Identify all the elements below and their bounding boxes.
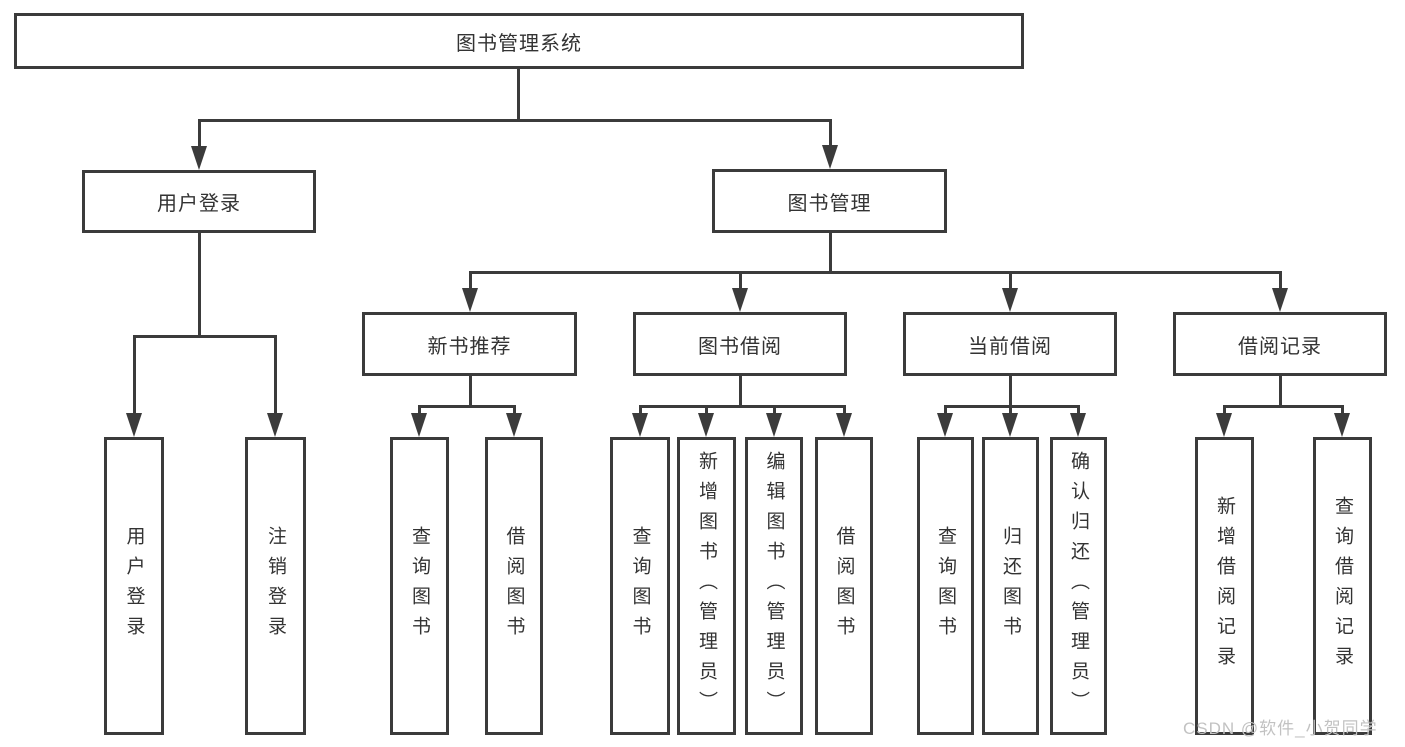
leaf-logout: 注销登录 <box>245 437 306 735</box>
connector-user-login-drop <box>198 233 201 337</box>
connector-to-user-login <box>198 119 201 148</box>
connector-to-bb-edit <box>773 405 776 415</box>
arrowhead-bb-add <box>698 413 714 437</box>
connector-to-br-query <box>1341 405 1344 415</box>
connector-book-mgmt-rail <box>469 271 1282 274</box>
arrowhead-leaf-user-login <box>126 413 142 437</box>
leaf-br-query-record-label: 查询借阅记录 <box>1332 496 1353 676</box>
arrowhead-bb-borrow <box>836 413 852 437</box>
connector-to-rec-query <box>418 405 421 415</box>
csdn-watermark: CSDN @软件_小贺同学 <box>1183 719 1378 738</box>
leaf-cb-return-books: 归还图书 <box>982 437 1039 735</box>
node-book-borrow: 图书借阅 <box>633 312 847 376</box>
leaf-bb-query-books: 查询图书 <box>610 437 670 735</box>
arrowhead-cb-query <box>937 413 953 437</box>
arrowhead-leaf-logout <box>267 413 283 437</box>
leaf-cb-confirm-return-label: 确认归还（管理员） <box>1068 451 1089 721</box>
leaf-br-query-record: 查询借阅记录 <box>1313 437 1372 735</box>
leaf-cb-query-books: 查询图书 <box>917 437 974 735</box>
connector-to-br-add <box>1223 405 1226 415</box>
leaf-rec-borrow-books-label: 借阅图书 <box>503 526 525 646</box>
connector-to-cb-return <box>1009 405 1012 415</box>
connector-book-borrow-rail <box>639 405 845 408</box>
arrowhead-bb-query <box>632 413 648 437</box>
arrowhead-book-management <box>822 145 838 169</box>
arrowhead-bb-edit <box>766 413 782 437</box>
leaf-bb-add-books-label: 新增图书（管理员） <box>696 451 717 721</box>
connector-user-login-rail <box>133 335 277 338</box>
node-root: 图书管理系统 <box>14 13 1024 69</box>
arrowhead-user-login <box>191 146 207 170</box>
leaf-bb-borrow-books-label: 借阅图书 <box>833 526 855 646</box>
node-user-login: 用户登录 <box>82 170 316 233</box>
node-new-book-recommend: 新书推荐 <box>362 312 577 376</box>
connector-cur-borrow-rail <box>944 405 1080 408</box>
leaf-cb-return-books-label: 归还图书 <box>1000 526 1021 646</box>
connector-to-borrow-records <box>1279 271 1282 290</box>
connector-to-book-management <box>829 119 832 147</box>
node-current-borrow: 当前借阅 <box>903 312 1117 376</box>
arrowhead-cb-return <box>1002 413 1018 437</box>
leaf-rec-query-books: 查询图书 <box>390 437 449 735</box>
connector-to-current-borrow <box>1009 271 1012 290</box>
leaf-user-login: 用户登录 <box>104 437 164 735</box>
connector-to-book-borrow <box>739 271 742 290</box>
node-borrow-records: 借阅记录 <box>1173 312 1387 376</box>
arrowhead-br-query <box>1334 413 1350 437</box>
arrowhead-br-add <box>1216 413 1232 437</box>
connector-to-bb-borrow <box>843 405 846 415</box>
connector-root-rail <box>198 119 832 122</box>
leaf-bb-add-books: 新增图书（管理员） <box>677 437 736 735</box>
connector-to-cb-query <box>944 405 947 415</box>
connector-new-rec-drop <box>469 376 472 407</box>
connector-root-drop <box>517 69 520 122</box>
connector-borrow-rec-drop <box>1279 376 1282 407</box>
connector-book-borrow-drop <box>739 376 742 407</box>
arrowhead-book-borrow <box>732 288 748 312</box>
leaf-bb-query-books-label: 查询图书 <box>629 526 651 646</box>
leaf-br-add-record: 新增借阅记录 <box>1195 437 1254 735</box>
leaf-logout-label: 注销登录 <box>265 526 286 646</box>
connector-borrow-rec-rail <box>1223 405 1344 408</box>
connector-to-bb-query <box>639 405 642 415</box>
leaf-br-add-record-label: 新增借阅记录 <box>1214 496 1235 676</box>
leaf-bb-borrow-books: 借阅图书 <box>815 437 873 735</box>
leaf-cb-query-books-label: 查询图书 <box>935 526 956 646</box>
leaf-cb-confirm-return: 确认归还（管理员） <box>1050 437 1107 735</box>
connector-to-leaf-logout <box>274 335 277 417</box>
connector-book-mgmt-drop <box>829 233 832 273</box>
connector-to-rec-borrow <box>513 405 516 415</box>
arrowhead-new-rec <box>462 288 478 312</box>
leaf-rec-borrow-books: 借阅图书 <box>485 437 543 735</box>
connector-new-rec-rail <box>418 405 516 408</box>
arrowhead-borrow-records <box>1272 288 1288 312</box>
leaf-bb-edit-books: 编辑图书（管理员） <box>745 437 803 735</box>
connector-to-leaf-user-login <box>133 335 136 417</box>
arrowhead-rec-borrow <box>506 413 522 437</box>
arrowhead-rec-query <box>411 413 427 437</box>
connector-to-bb-add <box>705 405 708 415</box>
leaf-user-login-label: 用户登录 <box>123 526 145 646</box>
connector-to-new-rec <box>469 271 472 290</box>
connector-cur-borrow-drop <box>1009 376 1012 407</box>
leaf-rec-query-books-label: 查询图书 <box>409 526 430 646</box>
node-book-management: 图书管理 <box>712 169 947 233</box>
arrowhead-current-borrow <box>1002 288 1018 312</box>
arrowhead-cb-confirm <box>1070 413 1086 437</box>
leaf-bb-edit-books-label: 编辑图书（管理员） <box>763 451 785 721</box>
connector-to-cb-confirm <box>1077 405 1080 415</box>
